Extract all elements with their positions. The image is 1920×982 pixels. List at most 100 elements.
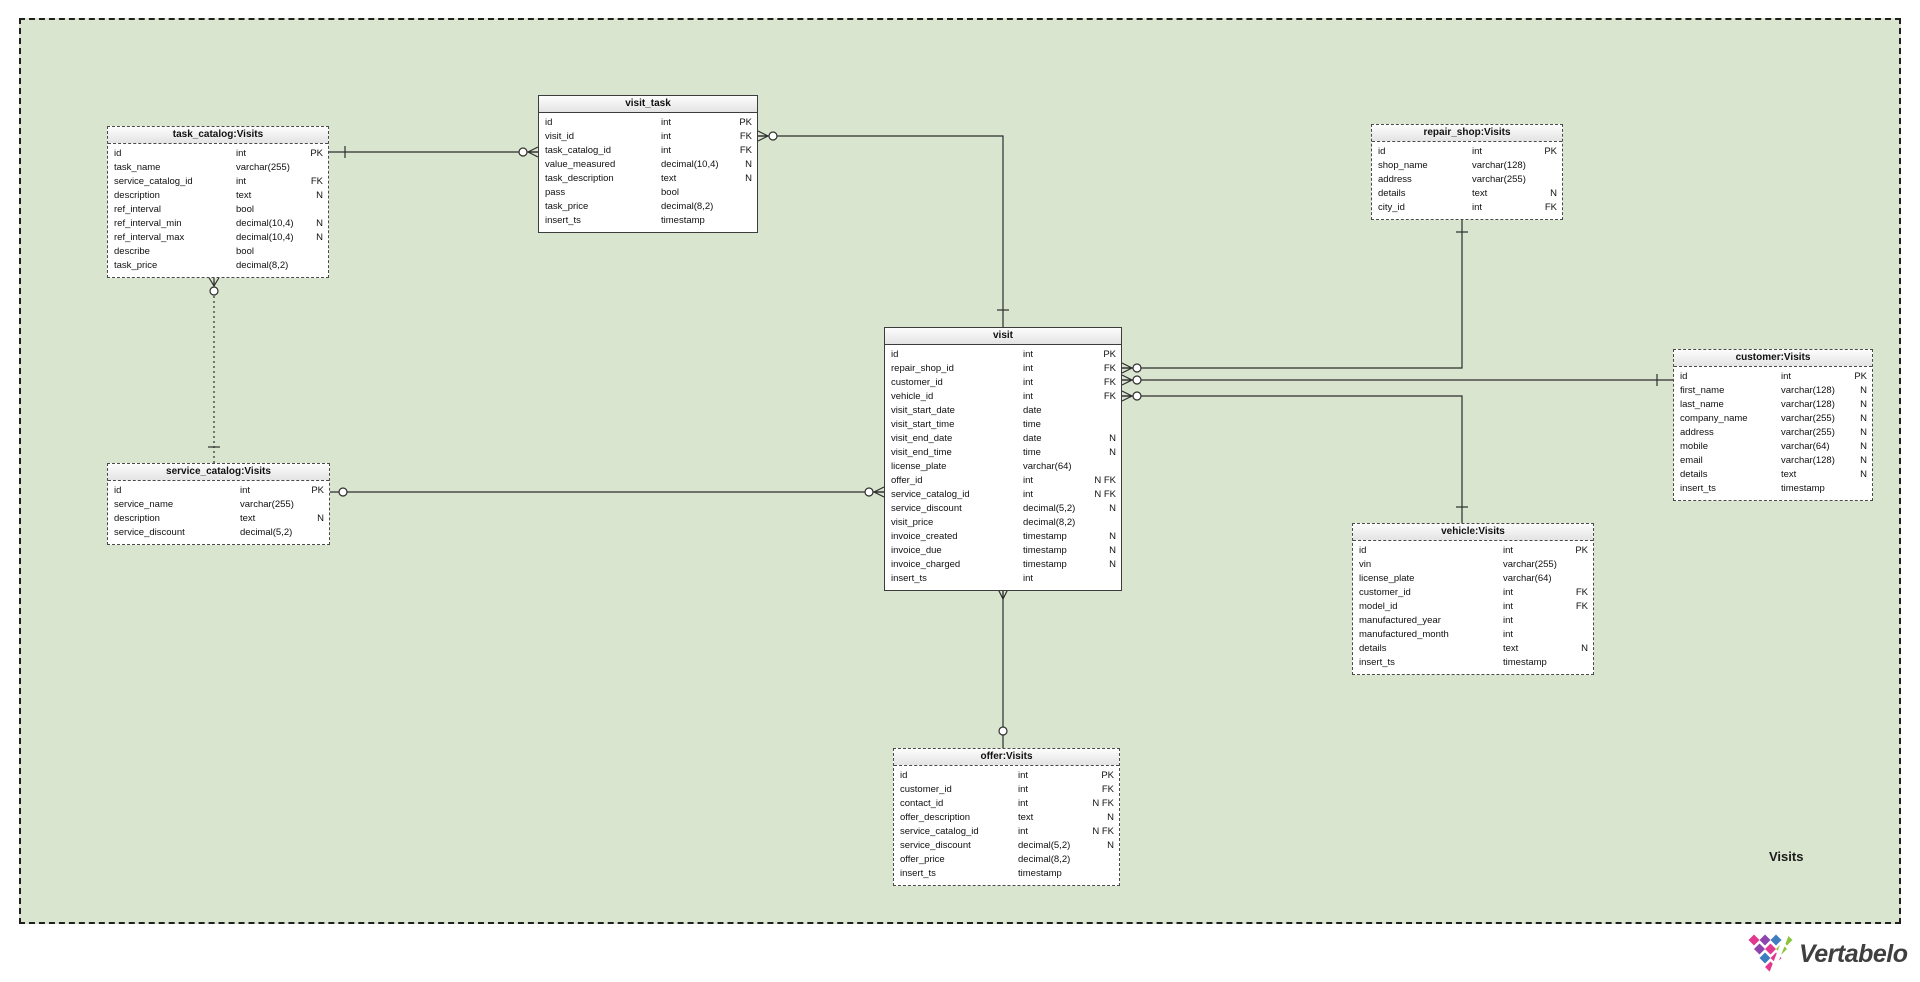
column-flags: N (745, 159, 752, 170)
column-type: varchar(255) (1781, 413, 1835, 424)
column-name: id (1378, 146, 1386, 157)
column-type: text (236, 190, 252, 201)
column-name: shop_name (1378, 160, 1428, 171)
column-flags: N (1860, 413, 1867, 424)
column-flags: N (1107, 840, 1114, 851)
column-flags: PK (1101, 770, 1114, 781)
column-name: mobile (1680, 441, 1708, 452)
column-name: manufactured_month (1359, 629, 1449, 640)
column-name: manufactured_year (1359, 615, 1441, 626)
column-name: details (1680, 469, 1708, 480)
column-flags: N (1860, 385, 1867, 396)
column-name: insert_ts (1359, 657, 1395, 668)
column-type: timestamp (1018, 868, 1062, 879)
column-name: invoice_created (891, 531, 958, 542)
vertabelo-branding: Vertabelo (1748, 934, 1908, 974)
column-type: varchar(64) (1023, 461, 1072, 472)
column-flags: N (316, 218, 323, 229)
column-type: varchar(255) (1503, 559, 1557, 570)
column-name: visit_start_date (891, 405, 955, 416)
column-name: insert_ts (1680, 483, 1716, 494)
column-row: ref_interval bool (108, 203, 328, 217)
column-flags: FK (1575, 601, 1588, 612)
column-type: text (1018, 812, 1034, 823)
column-type: varchar(64) (1781, 441, 1830, 452)
column-type: int (1018, 826, 1029, 837)
column-name: company_name (1680, 413, 1748, 424)
column-row: task_price decimal(8,2) (539, 200, 757, 214)
column-type: bool (236, 204, 254, 215)
column-type: bool (236, 246, 254, 257)
column-flags: N (1581, 643, 1588, 654)
column-flags: N (1109, 503, 1116, 514)
column-flags: N (1860, 469, 1867, 480)
column-type: decimal(8,2) (1018, 854, 1071, 865)
column-flags: N (1109, 545, 1116, 556)
column-row: company_name varchar(255) N (1674, 412, 1872, 426)
column-flags: PK (739, 117, 752, 128)
column-type: int (1781, 371, 1792, 382)
column-name: task_catalog_id (545, 145, 612, 156)
column-name: customer_id (900, 784, 952, 795)
column-flags: N (1109, 433, 1116, 444)
table-title: vehicle:Visits (1353, 524, 1593, 541)
column-type: varchar(128) (1781, 399, 1835, 410)
column-type: timestamp (1781, 483, 1825, 494)
column-name: insert_ts (545, 215, 581, 226)
column-flags: N (317, 513, 324, 524)
column-type: varchar(64) (1503, 573, 1552, 584)
column-type: date (1023, 405, 1042, 416)
column-name: pass (545, 187, 566, 198)
column-name: service_catalog_id (114, 176, 193, 187)
column-name: task_price (545, 201, 589, 212)
column-name: ref_interval (114, 204, 161, 215)
column-type: decimal(8,2) (661, 201, 714, 212)
column-type: timestamp (1023, 559, 1067, 570)
column-type: int (1023, 349, 1034, 360)
column-flags: N (1860, 427, 1867, 438)
column-name: customer_id (891, 377, 943, 388)
column-type: timestamp (1023, 545, 1067, 556)
column-type: int (1018, 798, 1029, 809)
column-type: timestamp (1023, 531, 1067, 542)
column-name: service_discount (114, 527, 185, 538)
column-flags: N (1860, 441, 1867, 452)
column-type: int (661, 131, 672, 142)
column-name: description (114, 190, 160, 201)
column-name: invoice_charged (891, 559, 961, 570)
column-name: service_discount (900, 840, 971, 851)
column-name: model_id (1359, 601, 1398, 612)
column-name: visit_start_time (891, 419, 955, 430)
